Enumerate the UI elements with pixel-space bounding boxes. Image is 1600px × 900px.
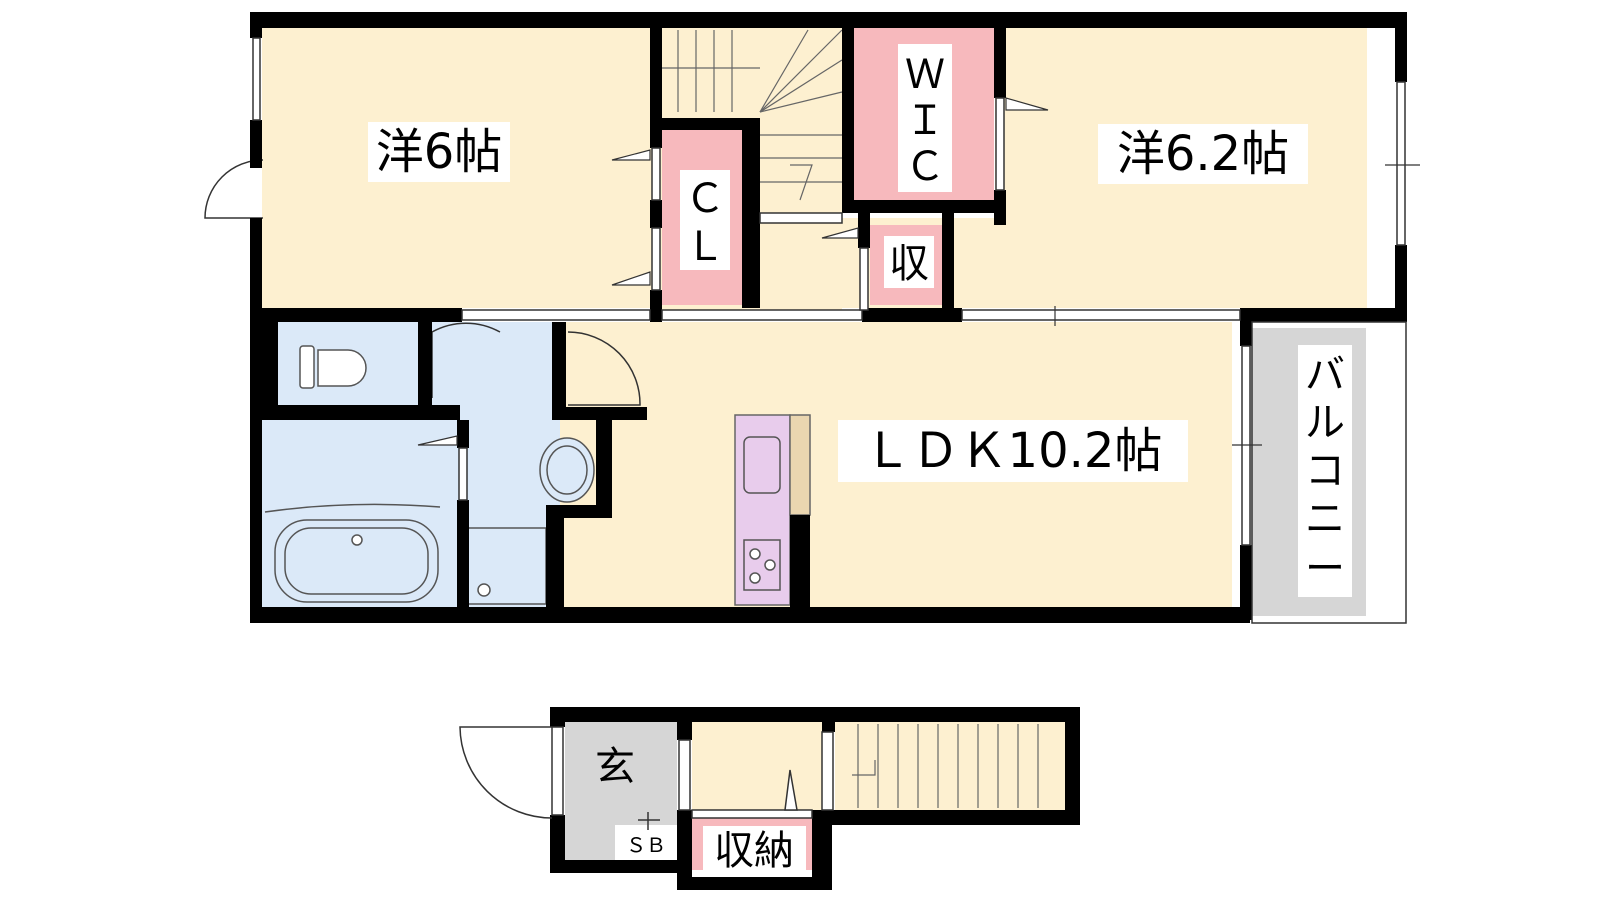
label-balcony-3: コ bbox=[1305, 448, 1345, 494]
washing-machine-drain bbox=[477, 583, 491, 597]
label-wic-i: Ｉ bbox=[905, 98, 945, 144]
label-balcony-1: バ bbox=[1305, 352, 1345, 398]
toilet-tank bbox=[299, 345, 315, 389]
labels: 洋6帖 洋6.2帖 ＬＤＫ10.2帖 Ｗ Ｉ Ｃ Ｃ Ｌ 収 バ ル コ ニ ー… bbox=[368, 44, 1352, 874]
label-balcony-2: ル bbox=[1305, 400, 1345, 446]
bathtub-drain bbox=[351, 534, 363, 546]
label-small-storage: 収 bbox=[889, 241, 929, 287]
entrance-door-swing bbox=[459, 726, 553, 819]
bathtub-inner bbox=[284, 527, 429, 595]
label-shoe-box: ＳＢ bbox=[626, 833, 666, 857]
upper-floor bbox=[204, 12, 1420, 624]
entrance-hall bbox=[692, 722, 822, 810]
burner-1 bbox=[749, 548, 761, 560]
burner-2 bbox=[764, 559, 776, 571]
label-balcony-4: ニ bbox=[1305, 496, 1345, 542]
balcony-outline bbox=[1251, 321, 1407, 624]
label-western-room-1: 洋6帖 bbox=[376, 124, 503, 180]
walls bbox=[250, 12, 1407, 623]
label-entrance: 玄 bbox=[595, 744, 635, 790]
counter-edge bbox=[789, 414, 811, 516]
door-leaf-marks bbox=[417, 97, 1420, 446]
label-cl-c: Ｃ bbox=[685, 176, 725, 222]
label-ldk: ＬＤＫ10.2帖 bbox=[864, 423, 1163, 479]
lower-stairs bbox=[835, 722, 1065, 810]
fixtures bbox=[264, 345, 781, 605]
lower-walls bbox=[550, 707, 1080, 890]
label-wic-w: Ｗ bbox=[905, 52, 945, 98]
stairs-treads bbox=[660, 29, 843, 201]
lower-stair-treads bbox=[852, 724, 1039, 808]
wash-basin-inner bbox=[546, 445, 588, 495]
label-wic-c: Ｃ bbox=[905, 144, 945, 190]
bath-curve-line bbox=[264, 503, 441, 513]
shoe-box bbox=[615, 825, 677, 863]
label-cl-l: Ｌ bbox=[685, 224, 725, 270]
burner-3 bbox=[749, 572, 761, 584]
lower-floor bbox=[459, 707, 1080, 890]
label-western-room-2: 洋6.2帖 bbox=[1117, 126, 1289, 182]
toilet-bowl bbox=[317, 349, 367, 387]
kitchen-sink bbox=[743, 436, 781, 494]
lower-windows bbox=[551, 726, 834, 830]
label-storage: 収納 bbox=[714, 828, 794, 874]
label-balcony-5: ー bbox=[1305, 546, 1345, 592]
